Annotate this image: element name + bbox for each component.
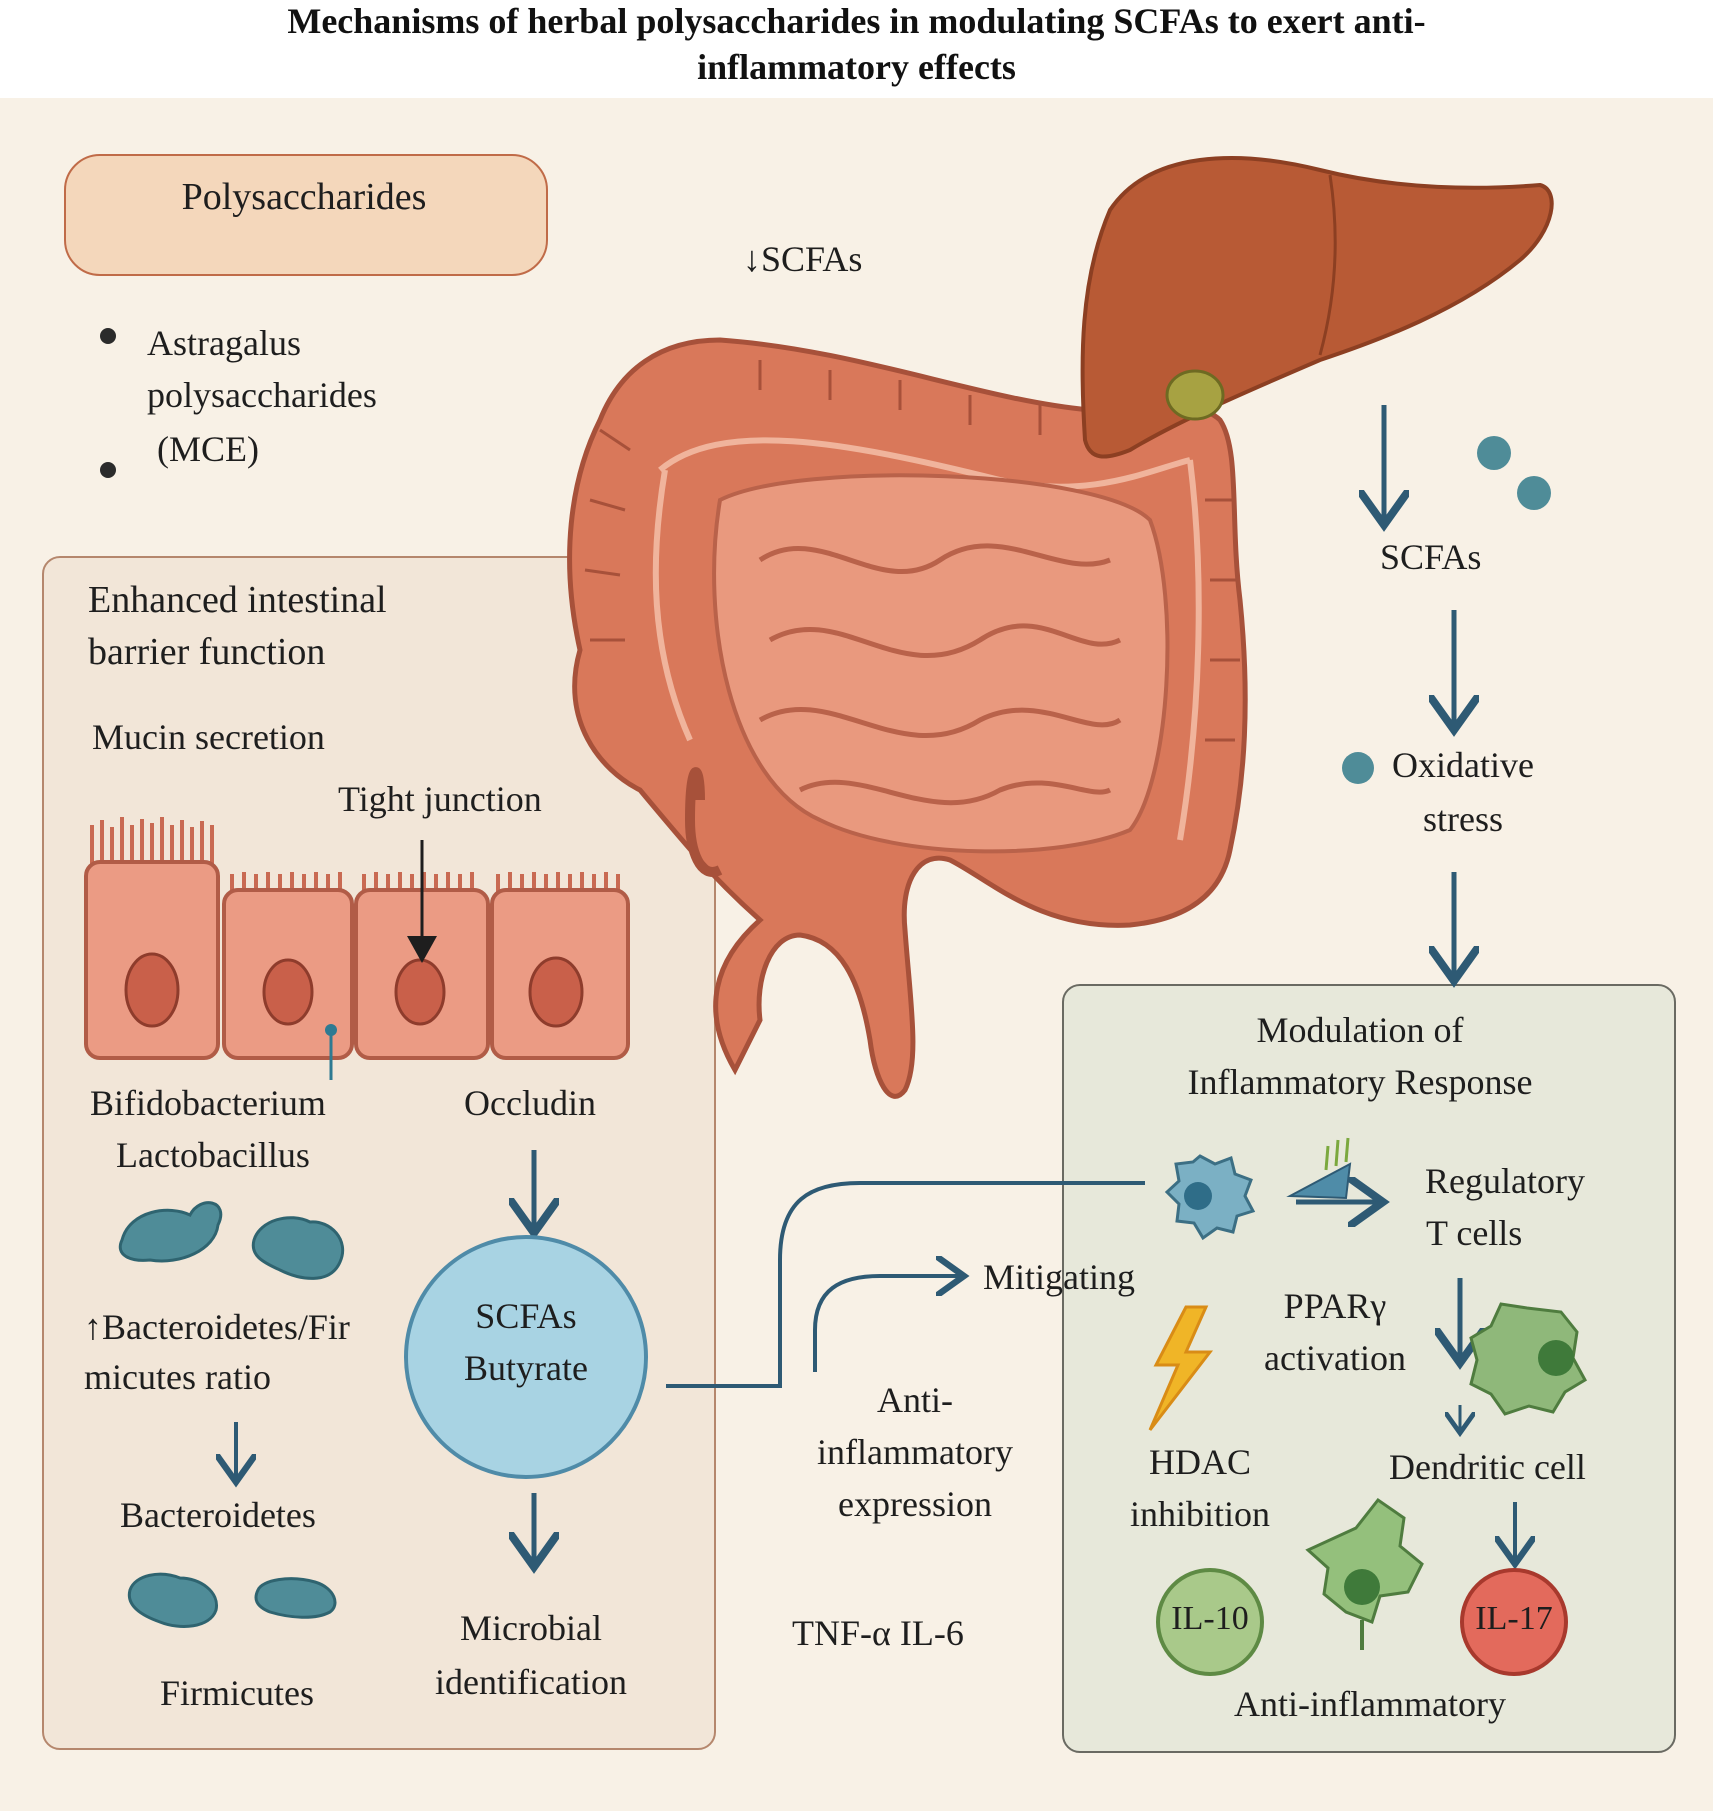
diagram-title-line1: Mechanisms of herbal polysaccharides in … bbox=[287, 1, 1426, 41]
bullet-item-polysaccharides: polysaccharides bbox=[147, 375, 377, 415]
scfa-dot-1 bbox=[1477, 436, 1511, 470]
scfas-label: SCFAs bbox=[1380, 537, 1482, 577]
mucin-secretion-label: Mucin secretion bbox=[92, 717, 325, 757]
immune-cell-illustrations bbox=[1148, 1137, 1588, 1676]
bullet-dot-1 bbox=[100, 328, 116, 344]
scfa-circle-line1: SCFAs bbox=[475, 1296, 577, 1336]
bullet-item-mce: (MCE) bbox=[157, 429, 259, 469]
hdac-label-line1: HDAC bbox=[1148, 1442, 1251, 1482]
ratio-label-line1: ↑Bacteroidetes/Fir bbox=[84, 1307, 350, 1347]
hdac-label-line2: inhibition bbox=[1129, 1494, 1270, 1534]
scfa-dot-2 bbox=[1517, 476, 1551, 510]
treg-label-line1: Regulatory bbox=[1425, 1161, 1585, 1201]
barrier-heading-line2: barrier function bbox=[88, 631, 326, 673]
anti-inflammatory-label: Anti-inflammatory bbox=[1234, 1684, 1506, 1724]
connector-scfas-to-cell bbox=[666, 1181, 1145, 1388]
modulation-heading-line2: Inflammatory Response bbox=[1187, 1062, 1533, 1102]
polysaccharides-label: Polysaccharides bbox=[181, 176, 427, 218]
ppar-label-line1: PPARγ bbox=[1283, 1286, 1387, 1326]
scfa-butyrate-circle bbox=[404, 1235, 648, 1479]
treg-label-line2: T cells bbox=[1426, 1213, 1523, 1253]
ratio-label-line2: micutes ratio bbox=[84, 1357, 271, 1397]
microbial-line2: identification bbox=[435, 1662, 627, 1702]
bullet-dot-2 bbox=[100, 462, 116, 478]
microbial-line1: Microbial bbox=[460, 1608, 602, 1648]
cytokines-label: TNF-α IL-6 bbox=[792, 1613, 964, 1653]
stress-label: stress bbox=[1423, 799, 1503, 839]
scfa-circle-line2: Butyrate bbox=[464, 1348, 588, 1388]
ppar-label-line2: activation bbox=[1264, 1338, 1406, 1378]
firmicutes-label: Firmicutes bbox=[160, 1673, 314, 1713]
oxidative-dot bbox=[1342, 752, 1374, 784]
tight-junction-label: Tight junction bbox=[338, 779, 542, 819]
bullet-item-astragalus: Astragalus bbox=[147, 323, 301, 363]
lactobacillus-label: Lactobacillus bbox=[116, 1135, 310, 1175]
anti-expression-line2: inflammatory bbox=[817, 1432, 1013, 1472]
barrier-heading-line1: Enhanced intestinal bbox=[88, 579, 387, 621]
mitigating-label: Mitigating bbox=[983, 1257, 1135, 1297]
bacteria-illustrations bbox=[118, 1201, 345, 1628]
polysaccharides-box bbox=[64, 154, 548, 276]
bifidobacterium-label: Bifidobacterium bbox=[90, 1083, 326, 1123]
liver-illustration bbox=[1080, 156, 1554, 459]
dendritic-cell-label: Dendritic cell bbox=[1389, 1447, 1586, 1487]
epithelial-cells-illustration bbox=[84, 817, 630, 1080]
scfa-decrease-label: ↓SCFAs bbox=[743, 239, 863, 279]
bacteroidetes-label: Bacteroidetes bbox=[120, 1495, 316, 1535]
arrow-to-mitigating bbox=[813, 1276, 960, 1372]
oxidative-label: Oxidative bbox=[1392, 745, 1534, 785]
il10-label: IL-10 bbox=[1171, 1600, 1249, 1637]
occludin-label: Occludin bbox=[464, 1083, 596, 1123]
anti-expression-line1: Anti- bbox=[877, 1380, 953, 1420]
modulation-heading-line1: Modulation of bbox=[1256, 1010, 1464, 1050]
large-intestine-illustration bbox=[567, 337, 1248, 1099]
il17-label: IL-17 bbox=[1475, 1600, 1553, 1637]
anti-expression-line3: expression bbox=[838, 1484, 992, 1524]
diagram-title-line2: inflammatory effects bbox=[697, 47, 1016, 87]
